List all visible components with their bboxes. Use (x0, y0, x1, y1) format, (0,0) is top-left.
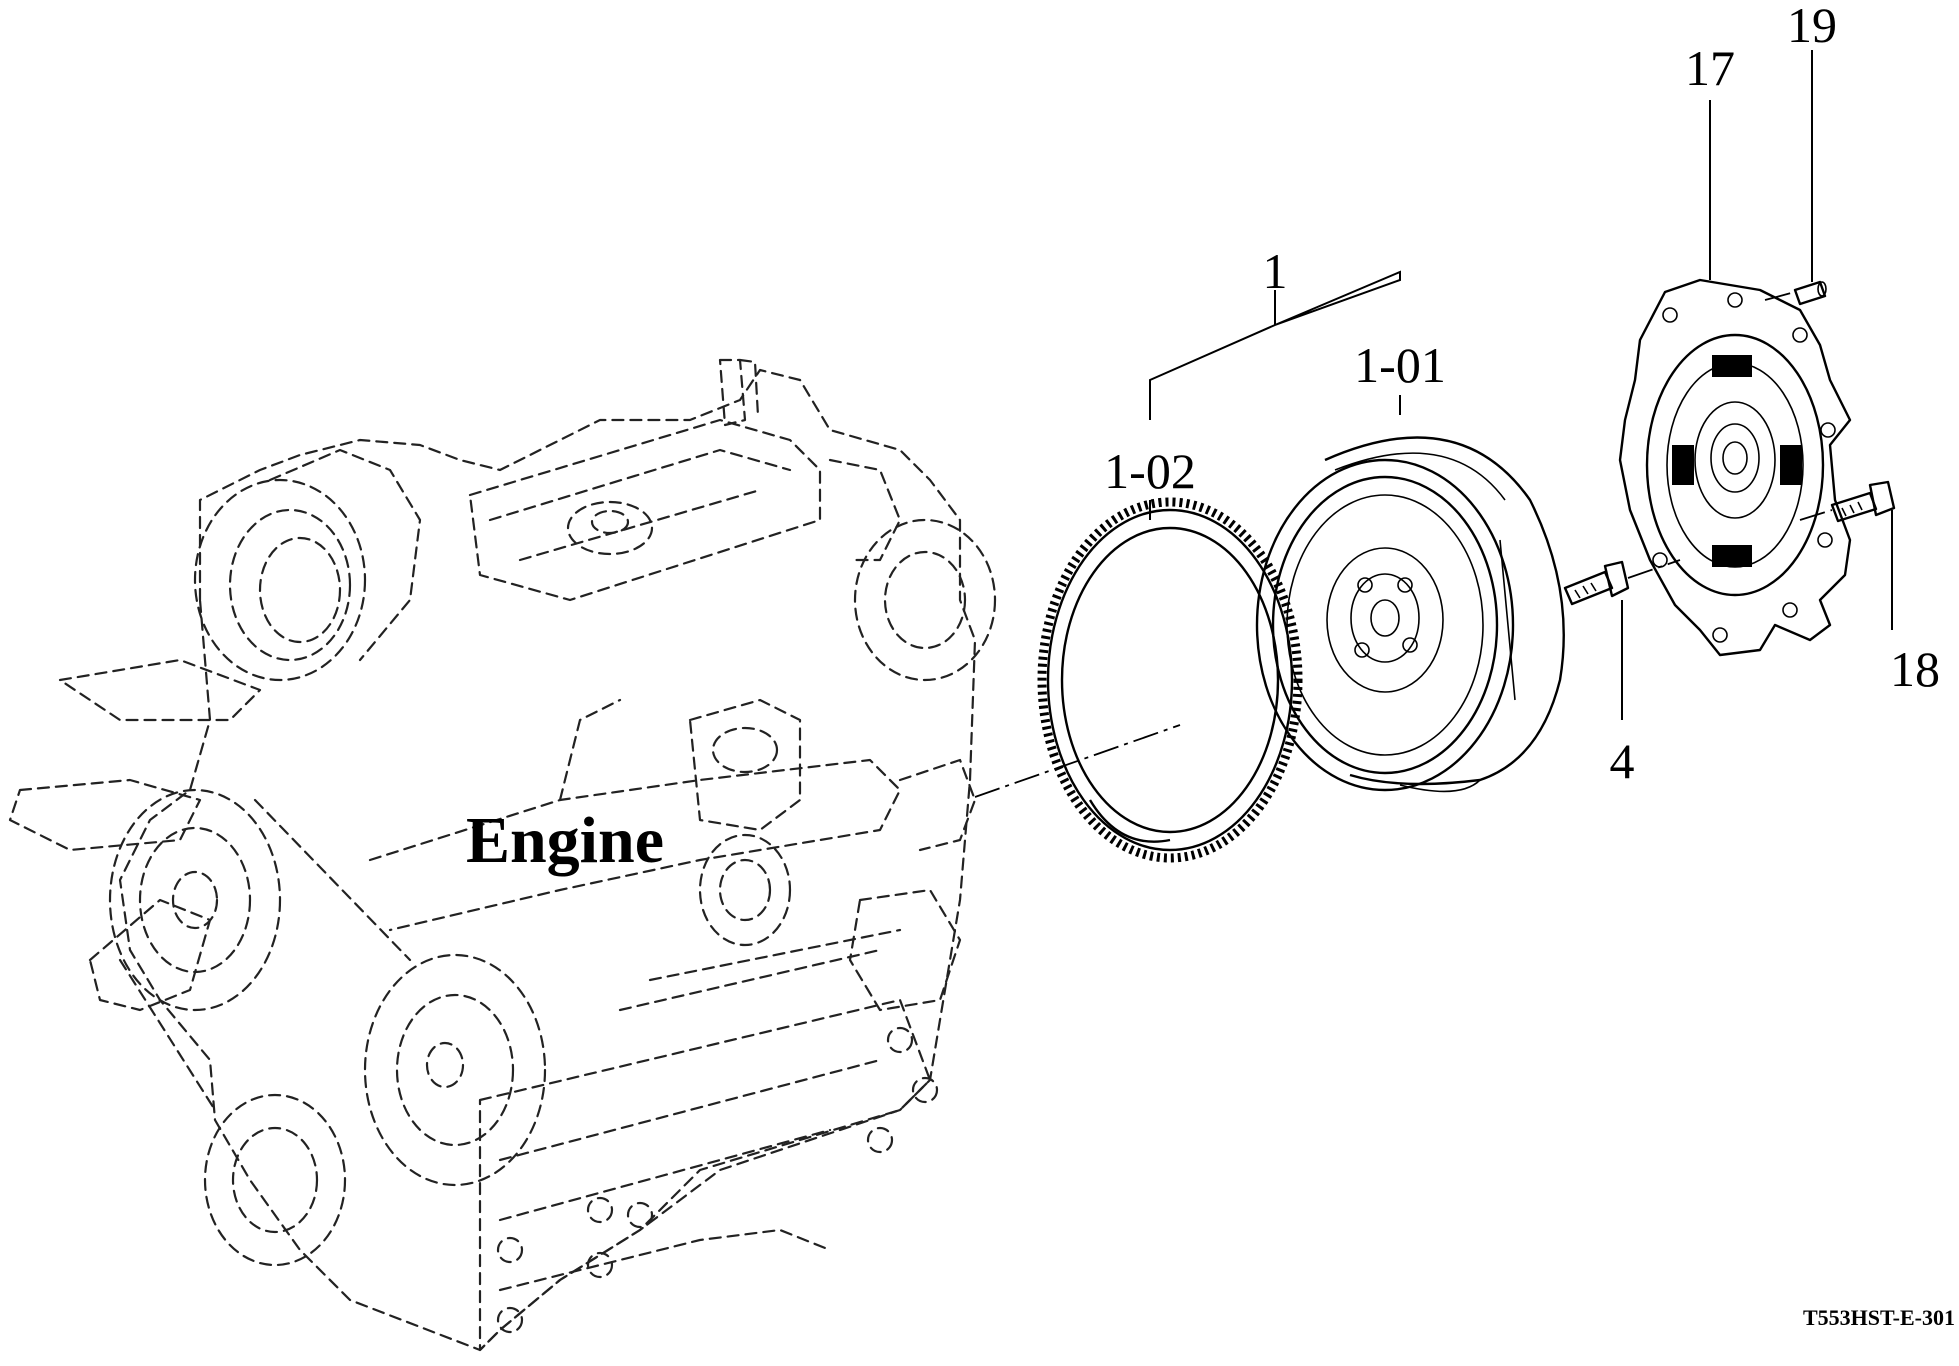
pin-19-axis-line (1764, 291, 1796, 301)
callout-part-1: 1 (1263, 243, 1288, 299)
leader-part-1 (1149, 270, 1401, 420)
drawing-code: T553HST-E-301 (1803, 1305, 1955, 1330)
bolt-4 (1563, 560, 1630, 606)
bolt-18 (1830, 480, 1896, 523)
callout-part-1-02: 1-02 (1104, 443, 1196, 499)
callout-part-18: 18 (1890, 641, 1940, 697)
engine-label: Engine (466, 804, 664, 877)
flywheel (1255, 436, 1565, 793)
callout-part-17: 17 (1685, 40, 1735, 96)
engine-outline (8, 358, 997, 1352)
damper-plate (1618, 278, 1852, 657)
callout-part-4: 4 (1610, 733, 1635, 789)
ring-gear (1037, 497, 1303, 863)
damper-springs (1672, 355, 1802, 567)
dowel-pin-19 (1793, 280, 1827, 306)
bolt-4-axis-line (1627, 559, 1681, 579)
callout-part-19: 19 (1787, 0, 1837, 53)
callout-part-1-01: 1-01 (1354, 337, 1446, 393)
bolt-18-axis-line (1799, 509, 1833, 521)
